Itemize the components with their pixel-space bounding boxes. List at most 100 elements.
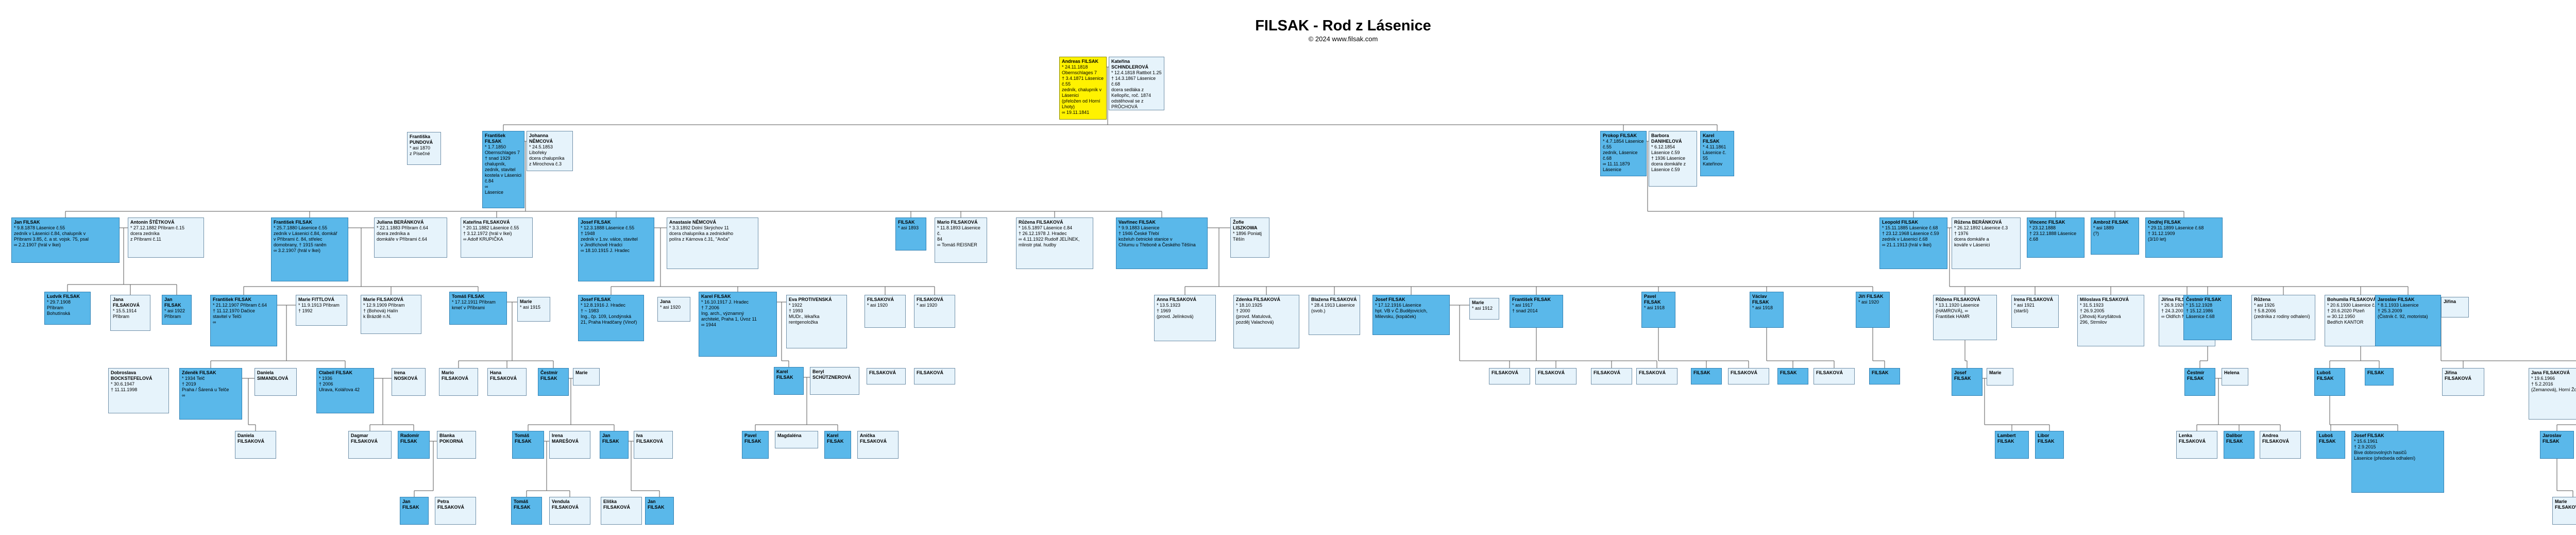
person-card[interactable]: FILSAKOVÁ* asi 1920 — [914, 295, 955, 328]
person-card[interactable]: Jiřina — [2441, 297, 2469, 317]
person-card[interactable]: Daniela FILSAKOVÁ — [235, 431, 276, 459]
person-card[interactable]: Irena NOSKOVÁ — [392, 368, 426, 396]
person-card[interactable]: Marie — [1987, 368, 2013, 386]
person-card[interactable]: Karel FILSAK — [824, 431, 851, 459]
person-card[interactable]: Marie FILSAKOVÁ — [2552, 497, 2576, 525]
person-card[interactable]: Jana* asi 1920 — [657, 297, 690, 322]
person-card[interactable]: Eva PROTIVENSKÁ* 1922 † 1993 MUDr., léka… — [786, 295, 847, 348]
person-card[interactable]: Jana FILSAKOVÁ* 19.6.1966 † 5.2.2016 (Ze… — [2529, 368, 2576, 420]
person-card[interactable]: Ctabeil FILSAK* 1936 † 2006 Ulrava, Kolá… — [316, 368, 374, 413]
person-card[interactable]: Marie FILSAKOVÁ* 12.9.1909 Příbram † (Bo… — [361, 295, 421, 334]
person-card[interactable]: Blažena FILSAKOVÁ* 28.4.1913 Lásenice (s… — [1309, 295, 1360, 335]
person-card[interactable]: Josef FILSAK* 12.3.1888 Lásenice č.55 † … — [578, 218, 654, 281]
person-card[interactable]: Jana FILSAKOVÁ* 15.5.1914 Příbram — [110, 295, 150, 331]
person-card[interactable]: FILSAKOVÁ — [1591, 368, 1632, 384]
person-card[interactable]: Iva FILSAKOVÁ — [634, 431, 673, 459]
person-card[interactable]: Lenka FILSAKOVÁ — [2176, 431, 2217, 459]
person-card[interactable]: Ambrož FILSAK* asi 1889 (?) — [2091, 218, 2139, 255]
person-card[interactable]: Jaroslav FILSAK* 8.1.1933 Lásenice † 25.… — [2375, 295, 2441, 346]
person-card[interactable]: Dobroslava BOCKSTEFELOVÁ* 30.6.1947 † 11… — [108, 368, 169, 413]
person-card[interactable]: Josef FILSAK* 17.12.1916 Lásenice hpt. V… — [1372, 295, 1450, 335]
person-card[interactable]: Miloslava FILSAKOVÁ* 31.5.1923 † 26.9.20… — [2077, 295, 2144, 346]
person-card[interactable]: Čestmír FILSAK — [538, 368, 569, 396]
person-card[interactable]: Růžena FILSAKOVÁ* 16.5.1897 Lásenice č.8… — [1016, 218, 1093, 269]
person-card[interactable]: Jan FILSAK* asi 1922 Příbram — [162, 295, 192, 325]
person-card[interactable]: FILSAKOVÁ — [914, 368, 955, 384]
person-card[interactable]: Zdenka FILSAKOVÁ* 18.10.1925 † 2000 (pro… — [1233, 295, 1299, 348]
person-card[interactable]: František FILSAK* asi 1917 † snad 2014 — [1510, 295, 1563, 328]
person-card[interactable]: Vendula FILSAKOVÁ — [549, 497, 590, 525]
person-card[interactable]: Karel FILSAK* 16.10.1917 J. Hradec † 7.2… — [699, 292, 777, 357]
person-card[interactable]: FILSAKOVÁ — [1489, 368, 1530, 384]
person-card[interactable]: Juliana BERÁNKOVÁ* 22.1.1883 Příbram č.6… — [374, 218, 447, 258]
person-card[interactable]: Radomír FILSAK — [398, 431, 430, 459]
person-card[interactable]: Kateřina SCHINDLEROVÁ* 12.4.1818 Rattbot… — [1109, 57, 1164, 110]
person-card[interactable]: Jan FILSAK — [400, 497, 429, 525]
person-card[interactable]: Čestmír FILSAK* 15.12.1928 † 15.12.1986 … — [2183, 295, 2232, 340]
person-card[interactable]: Dagmar FILSAKOVÁ — [348, 431, 392, 459]
person-card[interactable]: Jan FILSAK — [600, 431, 629, 459]
person-card[interactable]: František FILSAK* 1.7.1850 Obernschlages… — [482, 131, 524, 208]
person-card[interactable]: FILSAK* asi 1893 — [895, 218, 926, 250]
person-card[interactable]: Tomáš FILSAK — [512, 431, 544, 459]
person-card[interactable]: Mario FILSAKOVÁ — [439, 368, 478, 396]
person-card[interactable]: Anastasie NĚMCOVÁ* 3.3.1892 Dolní Skrých… — [667, 218, 758, 269]
person-card[interactable]: Luboš FILSAK — [2316, 431, 2345, 459]
person-card[interactable]: Růžena FILSAKOVÁ* 13.1.1920 Lásenice (HA… — [1933, 295, 1997, 340]
person-card[interactable]: FILSAKOVÁ — [1636, 368, 1677, 384]
person-card[interactable]: Pavel FILSAK* asi 1918 — [1641, 292, 1675, 328]
person-card[interactable]: Dalibor FILSAK — [2224, 431, 2255, 459]
person-card[interactable]: František FILSAK* 21.12.1907 Příbram č.6… — [210, 295, 277, 346]
person-card[interactable]: FILSAKOVÁ — [867, 368, 906, 384]
person-card[interactable]: Luboš FILSAK — [2314, 368, 2345, 396]
person-card[interactable]: Andreas FILSAK* 24.11.1818 Obernschlages… — [1059, 57, 1107, 120]
person-card[interactable]: Daniela SIMANDLOVÁ — [255, 368, 297, 396]
person-card[interactable]: Andrea FILSAKOVÁ — [2260, 431, 2301, 459]
person-card[interactable]: Jan FILSAK — [645, 497, 674, 525]
person-card[interactable]: Žofie LISZKOWA* 1896 Poniatj Těšín — [1230, 218, 1269, 258]
person-card[interactable]: Johanna NĚMCOVÁ* 24.5.1853 Libořeky dcer… — [527, 131, 573, 171]
person-card[interactable]: FILSAKOVÁ — [1535, 368, 1577, 384]
person-card[interactable]: Beryl SCHÜTZNEROVÁ — [810, 367, 859, 395]
person-card[interactable]: Marie FITTLOVÁ* 11.9.1913 Příbram † 1992 — [296, 295, 347, 326]
person-card[interactable]: Helena — [2222, 368, 2248, 386]
person-card[interactable]: Anička FILSAKOVÁ — [857, 431, 899, 459]
person-card[interactable]: Vavřinec FILSAK* 9.9.1883 Lásenice † 194… — [1116, 218, 1208, 269]
person-card[interactable]: Josef FILSAK — [1952, 368, 1982, 396]
person-card[interactable]: Blanka POKORNÁ — [437, 431, 476, 459]
person-card[interactable]: Kateřina FILSAKOVÁ* 20.11.1882 Lásenice … — [461, 218, 533, 258]
person-card[interactable]: FILSAK — [1869, 368, 1900, 384]
person-card[interactable]: Čestmír FILSAK — [2184, 368, 2215, 396]
person-card[interactable]: FILSAK — [1777, 368, 1808, 384]
person-card[interactable]: Jiřina FILSAKOVÁ — [2442, 368, 2484, 396]
person-card[interactable]: Mario FILSAKOVÁ* 11.8.1893 Lásenice č. 8… — [935, 218, 987, 263]
person-card[interactable]: Růžena* asi 1926 † 5.8.2006 (zedníka z r… — [2251, 295, 2315, 340]
person-card[interactable]: Magdaléna — [775, 431, 818, 448]
person-card[interactable]: Pavel FILSAK — [742, 431, 769, 459]
person-card[interactable]: FILSAK — [1691, 368, 1722, 384]
person-card[interactable]: Marie* asi 1915 — [517, 297, 550, 322]
person-card[interactable]: Karel FILSAK* 4.11.1861 Lásenice č. 55 K… — [1700, 131, 1734, 176]
person-card[interactable]: Karel FILSAK — [774, 367, 804, 395]
person-card[interactable]: Leopold FILSAK* 15.11.1885 Lásenice č.68… — [1879, 218, 1947, 269]
person-card[interactable]: Ludvík FILSAK* 29.7.1908 Příbram Bohutín… — [44, 292, 91, 325]
person-card[interactable]: Josef FILSAK* 15.6.1961 † 2.9.2015 Bive … — [2351, 431, 2444, 493]
person-card[interactable]: Tomáš FILSAK — [511, 497, 542, 525]
person-card[interactable]: Hana FILSAKOVÁ — [487, 368, 527, 396]
person-card[interactable]: Marie — [573, 368, 600, 386]
person-card[interactable]: Jaroslav FILSAK — [2540, 431, 2574, 459]
person-card[interactable]: Antonín ŠTĚTKOVÁ* 27.12.1882 Příbram č.1… — [128, 218, 204, 258]
person-card[interactable]: Josef FILSAK* 12.8.1916 J. Hradec † ~ 19… — [578, 295, 644, 341]
person-card[interactable]: Jan FILSAK* 9.8.1878 Lásenice č.55 zední… — [11, 218, 120, 263]
person-card[interactable]: Zdeněk FILSAK* 1934 Telč † 2019 Praha / … — [179, 368, 242, 420]
person-card[interactable]: Růžena BERÁNKOVÁ* 26.12.1892 Lásenice č.… — [1952, 218, 2021, 269]
person-card[interactable]: Tomáš FILSAK* 17.12.1911 Příbram kmeť v … — [449, 292, 507, 325]
person-card[interactable]: Libor FILSAK — [2035, 431, 2064, 459]
person-card[interactable]: FILSAKOVÁ — [1728, 368, 1769, 384]
person-card[interactable]: Barbora DANIHELOVÁ* 6.12.1854 Lásenice č… — [1649, 131, 1697, 187]
person-card[interactable]: FILSAKOVÁ* asi 1920 — [865, 295, 906, 328]
person-card[interactable]: Prokop FILSAK* 4.7.1854 Lásenice č.55 ze… — [1600, 131, 1647, 176]
person-card[interactable]: Irena FILSAKOVÁ* asi 1921 (starší) — [2011, 295, 2059, 328]
person-card[interactable]: Anna FILSAKOVÁ* 13.5.1923 † 1969 (provd.… — [1154, 295, 1216, 341]
person-card[interactable]: Ondřej FILSAK* 29.11.1899 Lásenice č.68 … — [2145, 218, 2223, 258]
